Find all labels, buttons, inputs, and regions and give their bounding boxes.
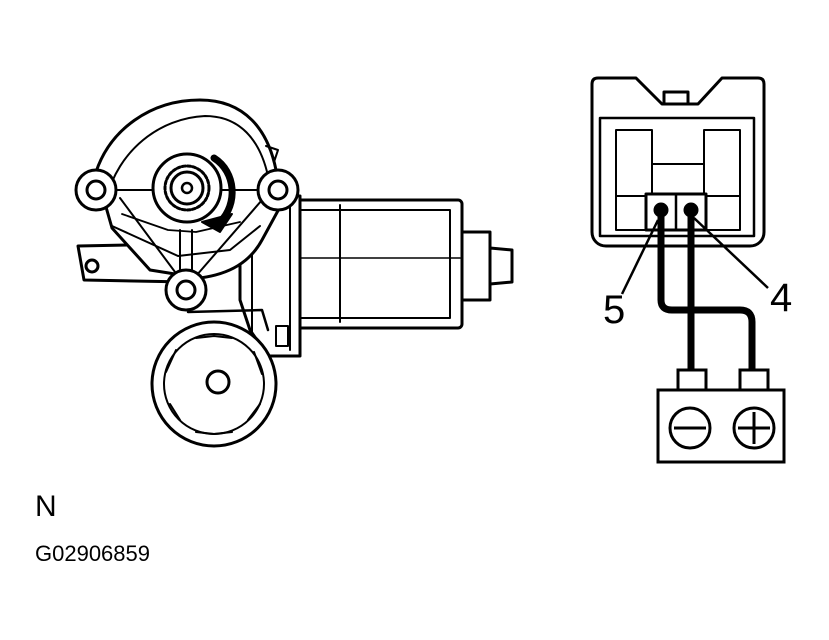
motor-body [260, 198, 514, 330]
output-spline-hub [151, 152, 223, 224]
minus-icon [668, 406, 712, 450]
lead-pin-5-to-positive [657, 212, 756, 374]
mounting-bosses [74, 168, 300, 312]
test-leads [657, 212, 756, 374]
pin-4-leader [693, 217, 769, 289]
view-letter: N [35, 490, 57, 523]
pin-4-label: 4 [770, 276, 793, 320]
pin-5-label: 5 [603, 288, 626, 332]
window-regulator-motor [74, 98, 514, 448]
pin-5-leader [620, 219, 660, 295]
figure-id: G02906859 [35, 541, 150, 566]
rotation-arrow-icon [201, 154, 236, 233]
battery [656, 368, 786, 464]
cable-drum [150, 308, 278, 448]
plus-icon [732, 406, 776, 450]
motor-connector [590, 76, 766, 248]
